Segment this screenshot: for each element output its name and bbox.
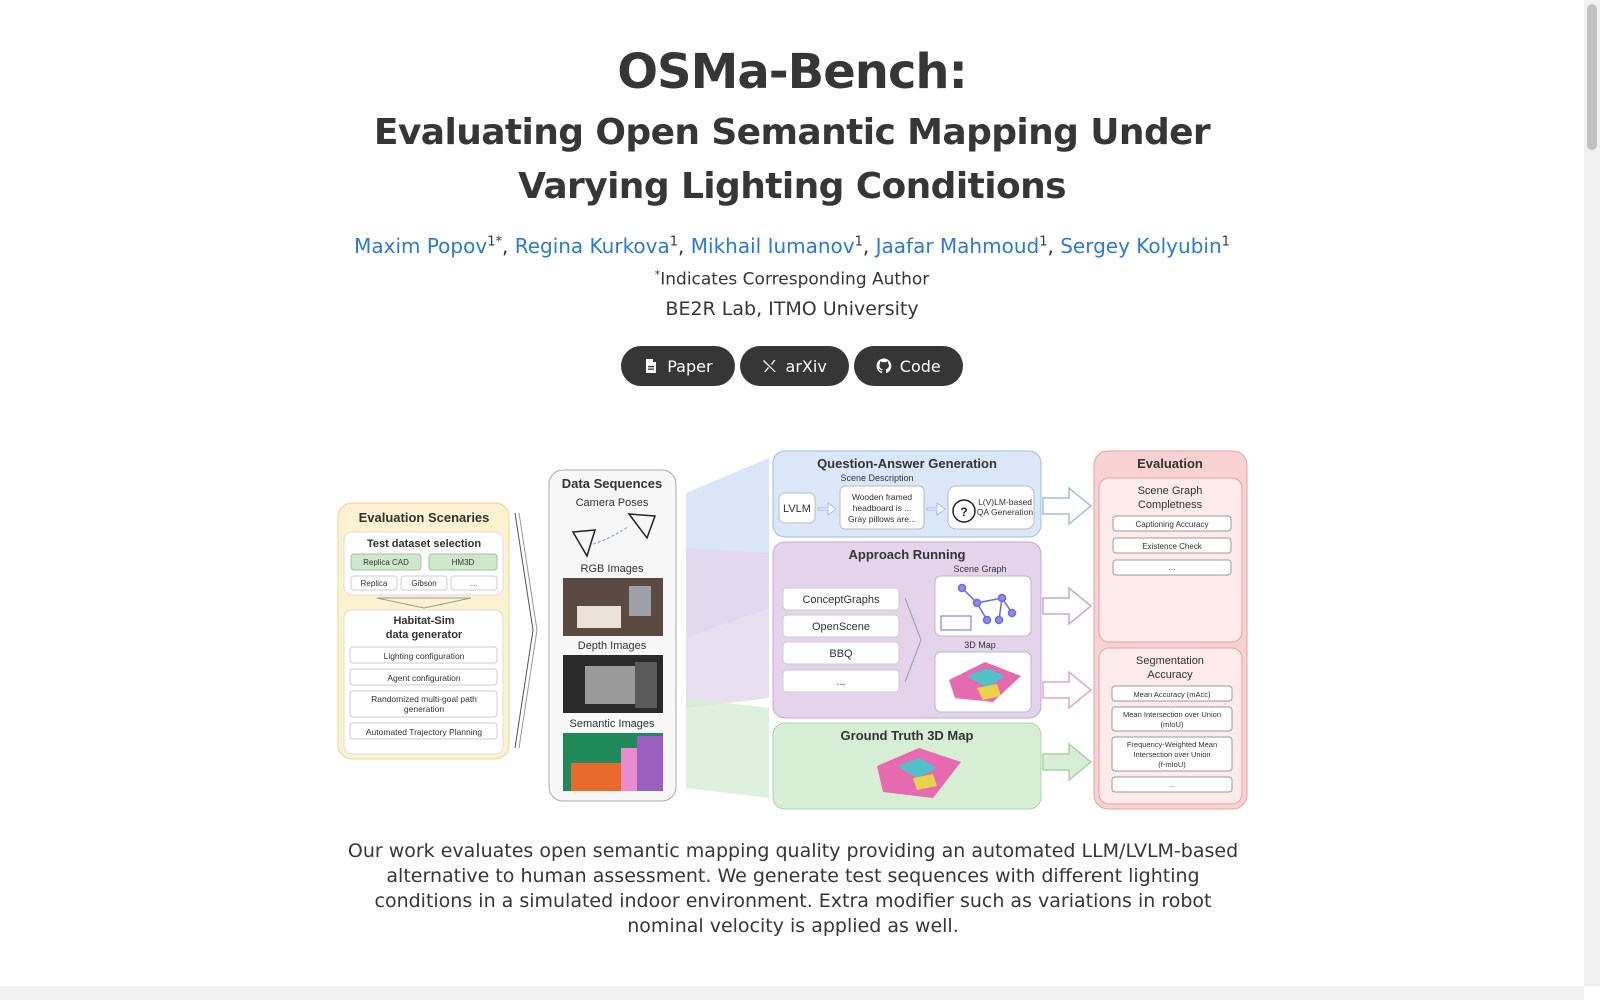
qa-generation-panel: Question-Answer Generation Scene Descrip… xyxy=(772,450,1042,538)
github-icon xyxy=(876,358,892,374)
page-title: OSMa-Bench: xyxy=(617,44,968,100)
pipeline-figure: Evaluation Scenaries Test dataset select… xyxy=(337,450,1248,810)
author-affil: 1 xyxy=(1039,234,1048,250)
dataset-item: Replica xyxy=(361,579,388,588)
desc-line: Gray pillows are... xyxy=(848,514,916,524)
author-link[interactable]: Maxim Popov xyxy=(354,234,488,258)
ground-truth-panel: Ground Truth 3D Map xyxy=(772,722,1042,810)
seg-title: Segmentation xyxy=(1136,655,1204,667)
qa-gen-label: L(V)LM-based xyxy=(978,497,1032,507)
svg-text:?: ? xyxy=(960,505,967,519)
generator-title: Habitat-Sim xyxy=(393,615,454,627)
page-subtitle: Evaluating Open Semantic Mapping Under V… xyxy=(0,106,1584,214)
sequence-label: Depth Images xyxy=(578,640,647,652)
eval-scenarios-title: Evaluation Scenaries xyxy=(359,510,490,525)
sg-item: Existence Check xyxy=(1142,542,1203,551)
corresponding-note: *Indicates Corresponding Author xyxy=(0,268,1584,290)
author-link[interactable]: Mikhail Iumanov xyxy=(690,234,855,258)
corr-text: Indicates Corresponding Author xyxy=(660,269,930,290)
evaluation-panel: Evaluation Scene Graph Completness Capti… xyxy=(1093,450,1248,810)
arxiv-button[interactable]: arXiv xyxy=(739,346,849,386)
author-affil: 1* xyxy=(487,234,502,250)
abstract-text: Our work evaluates open semantic mapping… xyxy=(347,840,1239,937)
evaluation-title: Evaluation xyxy=(1137,456,1203,471)
author-affil: 1 xyxy=(1221,234,1230,250)
sg-title: Scene Graph xyxy=(1138,485,1203,497)
arxiv-button-label: arXiv xyxy=(785,356,827,376)
subtitle-text: Evaluating Open Semantic Mapping Under V… xyxy=(373,112,1211,207)
method-item: BBQ xyxy=(829,648,853,660)
author-affil: 1 xyxy=(854,234,863,250)
sg-item: ... xyxy=(1169,563,1176,572)
chat-question-icon xyxy=(952,499,976,523)
lvlm-label: LVLM xyxy=(783,503,811,515)
method-item: OpenScene xyxy=(812,621,870,633)
method-item: ConceptGraphs xyxy=(802,594,880,606)
author-link[interactable]: Sergey Kolyubin xyxy=(1060,234,1222,258)
seg-item: (mIoU) xyxy=(1161,720,1184,729)
link-buttons: Paper arXiv Code xyxy=(0,346,1584,386)
vertical-scrollbar[interactable] xyxy=(1584,0,1600,986)
seg-item: Mean Intersection over Union xyxy=(1123,710,1221,719)
approach-running-panel: Approach Running ConceptGraphs OpenScene… xyxy=(772,541,1042,719)
dataset-item: HM3D xyxy=(452,558,475,567)
paper-button[interactable]: Paper xyxy=(621,346,735,386)
scene-graph-icon xyxy=(957,583,1017,625)
code-button-label: Code xyxy=(899,356,941,376)
scene-description-label: Scene Description xyxy=(840,473,913,483)
desc-line: Wooden framed xyxy=(852,492,913,502)
data-sequences-title: Data Sequences xyxy=(562,476,662,491)
qa-title: Question-Answer Generation xyxy=(817,456,997,471)
sg-item: Captioning Accuracy xyxy=(1136,520,1209,529)
desc-line: headboard is ... xyxy=(853,503,912,513)
corr-sup: * xyxy=(654,268,661,281)
generator-item: Lighting configuration xyxy=(384,651,465,661)
seg-item: (f-mIoU) xyxy=(1158,760,1186,769)
sequence-label: Semantic Images xyxy=(570,718,655,730)
seg-item: Intersection over Union xyxy=(1133,750,1210,759)
method-item: ... xyxy=(836,676,845,688)
seg-item: Mean Accuracy (mAcc) xyxy=(1133,690,1211,699)
scene-graph-label: Scene Graph xyxy=(953,564,1006,574)
seg-item: Frequency-Weighted Mean xyxy=(1127,740,1217,749)
sequence-label: Camera Poses xyxy=(576,497,649,509)
page: OSMa-Bench: Evaluating Open Semantic Map… xyxy=(0,44,1584,937)
seg-title: Accuracy xyxy=(1147,669,1193,681)
scrollbar-thumb[interactable] xyxy=(1587,4,1597,150)
code-button[interactable]: Code xyxy=(853,346,963,386)
affiliation: BE2R Lab, ITMO University xyxy=(665,298,919,320)
generator-item: generation xyxy=(404,704,444,714)
arxiv-icon xyxy=(762,360,776,372)
horizontal-scrollbar[interactable] xyxy=(0,986,1584,1000)
author-link[interactable]: Jaafar Mahmoud xyxy=(875,234,1040,258)
author-affil: 1 xyxy=(669,234,679,250)
pdf-icon xyxy=(646,359,657,373)
generator-title: data generator xyxy=(386,629,463,641)
map3d-label: 3D Map xyxy=(964,640,996,650)
paper-button-label: Paper xyxy=(667,356,713,376)
sequence-label: RGB Images xyxy=(581,563,644,575)
sg-title: Completness xyxy=(1138,499,1203,511)
dataset-item: ... xyxy=(471,579,478,588)
author-link[interactable]: Regina Kurkova xyxy=(514,234,670,258)
generator-item: Randomized multi-goal path xyxy=(371,694,477,704)
generator-item: Agent configuration xyxy=(387,673,461,683)
eval-scenarios-panel: Evaluation Scenaries Test dataset select… xyxy=(337,502,510,760)
seg-item: ... xyxy=(1169,780,1175,789)
dataset-item: Gibson xyxy=(411,579,436,588)
data-sequences-panel: Data Sequences Camera Poses RGB Images D… xyxy=(548,469,677,802)
dataset-item: Replica CAD xyxy=(363,558,409,567)
qa-gen-label: QA Generation xyxy=(977,507,1034,517)
gt-title: Ground Truth 3D Map xyxy=(841,728,974,743)
generator-item: Automated Trajectory Planning xyxy=(366,727,483,737)
dataset-selection-title: Test dataset selection xyxy=(367,538,481,550)
author-list: Maxim Popov1*, Regina Kurkova1, Mikhail … xyxy=(354,234,1230,258)
approach-title: Approach Running xyxy=(849,547,966,562)
